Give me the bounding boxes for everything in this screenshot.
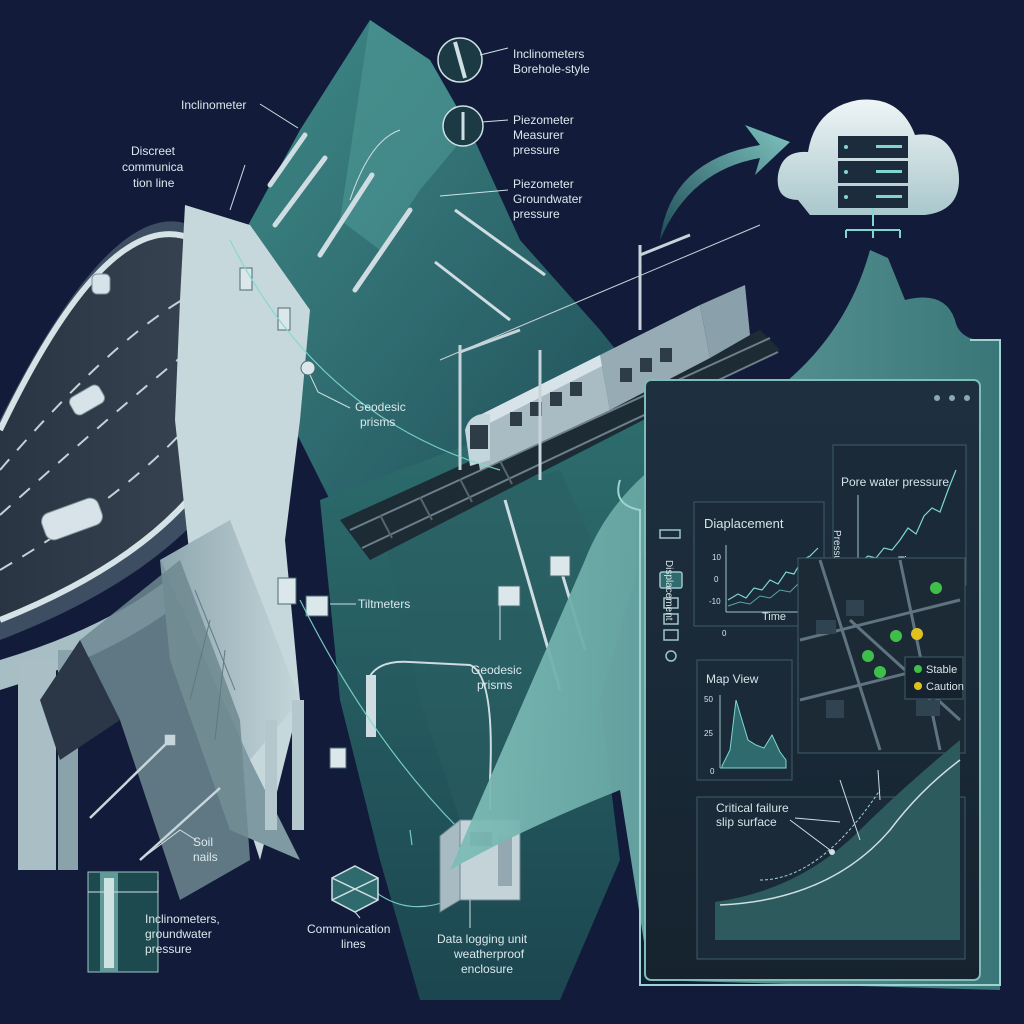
legend-caution-dot [914,682,922,690]
pore-title: Pore water pressure [841,475,949,489]
label-communication-lines-2: lines [341,937,366,951]
label-inclinometers-groundwater-1: Inclinometers, [145,912,220,926]
label-piezometer-measurer-1: Piezometer [513,113,574,127]
window-dots [934,395,970,401]
label-inclinometers-groundwater-2: groundwater [145,927,212,941]
geodesic-prism-markers [300,360,571,607]
label-piezometer-groundwater-1: Piezometer [513,177,574,191]
tick-minus-10: -10 [709,597,721,606]
mapview-title: Map View [706,672,759,686]
piezometer-probe-bottom [366,660,492,810]
mapview-tick-25: 25 [704,729,713,738]
label-discreet-3: tion line [133,176,175,190]
label-piezometer-measurer-2: Measurer [513,128,564,142]
pore-ylabel: Pressure [831,530,842,570]
label-inclinometers-groundwater-3: pressure [145,942,192,956]
dashboard-scroll: Diaplacement Displacement 10 0 -10 0 Tim… [450,250,1001,990]
label-data-logging-2: weatherproof [453,947,525,961]
mapview-chart: Map View 50 25 0 [696,659,793,781]
label-piezometer-groundwater-3: pressure [513,207,560,221]
label-geodesic-prisms-top-2: prisms [360,415,395,429]
legend-caution: Caution [926,681,964,693]
map-pins[interactable] [862,582,942,678]
tick-0a: 0 [714,575,719,584]
legend-stable: Stable [926,664,957,676]
tick-10: 10 [712,553,721,562]
label-geodesic-prisms-top-1: Geodesic [355,400,406,414]
label-geodesic-prisms-bottom-2: prisms [477,678,512,692]
wall-sensors [239,267,347,769]
map-panel: Stable Caution [797,557,966,754]
callout-inclinometers-borehole [437,37,509,83]
soil-nails [89,734,221,861]
displacement-ylabel: Displacement [663,560,674,621]
label-discreet-2: communica [122,160,184,174]
displacement-xlabel: Time [762,611,786,623]
label-data-logging-1: Data logging unit [437,932,528,946]
sidebar-icons[interactable] [659,529,683,662]
label-inclinometers-borehole-2: Borehole-style [513,62,590,76]
arrow-icon [660,125,790,240]
label-piezometer-groundwater-2: Groundwater [513,192,582,206]
tick-0b: 0 [722,629,727,638]
label-data-logging-3: enclosure [461,962,513,976]
slip-label-1: Critical failure [716,801,789,815]
label-soil-nails-1: Soil [193,835,213,849]
displacement-chart: Diaplacement Displacement 10 0 -10 0 Tim… [663,501,825,638]
mapview-tick-0: 0 [710,767,715,776]
comm-lines [229,239,501,908]
borehole-cutaway [87,871,159,973]
label-piezometer-measurer-3: pressure [513,143,560,157]
retaining-wall [40,205,310,900]
bridge-piers [18,650,78,870]
callout-piezometer-measurer [442,105,509,147]
label-inclinometers-borehole-1: Inclinometers [513,47,584,61]
legend-stable-dot [914,665,922,673]
slip-label-2: slip surface [716,815,777,829]
cloud-server-icon [777,99,960,238]
mapview-tick-50: 50 [704,695,713,704]
label-geodesic-prisms-bottom-1: Geodesic [471,663,522,677]
label-soil-nails-2: nails [193,850,218,864]
displacement-title: Diaplacement [704,516,784,531]
leader-lines [88,103,841,928]
prism-crystal [331,865,379,913]
label-discreet-1: Discreet [131,144,176,158]
label-communication-lines-1: Communication [307,922,390,936]
catenary-poles [439,224,761,480]
slip-surface-panel: Critical failure slip surface [696,740,966,960]
inclinometer-probes [267,132,413,293]
label-inclinometer: Inclinometer [181,98,246,112]
label-tiltmeters: Tiltmeters [358,597,410,611]
